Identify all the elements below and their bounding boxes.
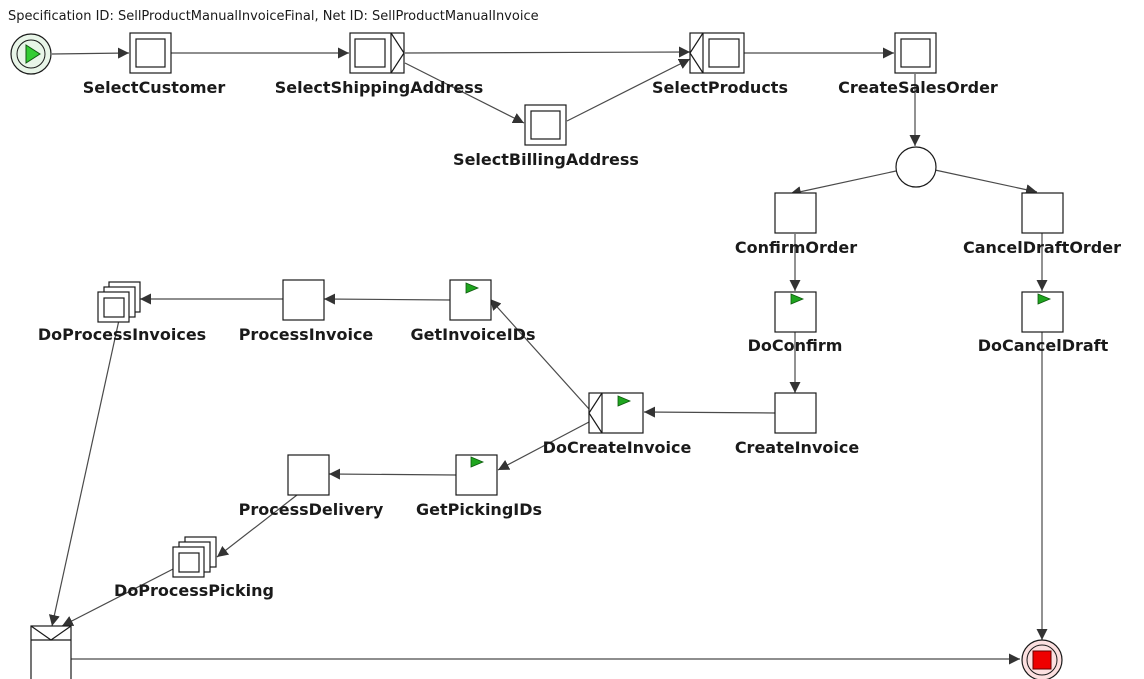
and-join-icon xyxy=(30,625,72,641)
arc-condition-to-canceldraftorder xyxy=(934,169,1038,196)
task-label: ProcessInvoice xyxy=(239,325,374,344)
arc-getinvoiceids-to-processinvoice xyxy=(323,293,451,305)
task-label: ConfirmOrder xyxy=(735,238,857,257)
flag-icon xyxy=(470,456,485,468)
task-selectbillingaddress[interactable]: SelectBillingAddress xyxy=(453,104,639,169)
condition-node[interactable] xyxy=(895,146,937,188)
play-icon xyxy=(25,44,41,64)
arc-docreateinvoice-to-getpickingids xyxy=(497,421,590,471)
arc-condition-to-confirmorder xyxy=(789,170,897,198)
arc-doprocesspicking-to-join xyxy=(61,566,178,627)
task-docanceldraft[interactable]: DoCancelDraft xyxy=(978,291,1109,355)
arc-processdelivery-to-doprocesspicking xyxy=(216,494,298,558)
task-label: CreateSalesOrder xyxy=(838,78,998,97)
task-join[interactable] xyxy=(30,625,72,679)
task-docreateinvoice[interactable]: DoCreateInvoice xyxy=(543,392,692,457)
xor-join-icon xyxy=(689,32,704,74)
start-condition[interactable] xyxy=(10,33,52,75)
specification-header: Specification ID: SellProductManualInvoi… xyxy=(8,9,539,24)
arc-docreateinvoice-to-getinvoiceids xyxy=(489,298,590,410)
flag-icon xyxy=(1037,293,1052,305)
task-label: DoProcessPicking xyxy=(114,581,274,600)
task-doprocessinvoices[interactable]: DoProcessInvoices xyxy=(38,281,206,344)
task-doprocesspicking[interactable]: DoProcessPicking xyxy=(114,536,274,600)
arc-selectshippingaddress-to-selectbillingaddress xyxy=(404,62,525,124)
task-confirmorder[interactable]: ConfirmOrder xyxy=(735,192,857,257)
arc-selectshippingaddress-to-selectproducts xyxy=(404,46,691,58)
flag-icon xyxy=(617,395,632,407)
task-doconfirm[interactable]: DoConfirm xyxy=(748,291,843,355)
task-createsalesorder[interactable]: CreateSalesOrder xyxy=(838,32,998,97)
task-label: ProcessDelivery xyxy=(239,500,384,519)
task-processdelivery[interactable]: ProcessDelivery xyxy=(239,454,384,519)
arc-getpickingids-to-processdelivery xyxy=(328,468,457,480)
arc-selectbillingaddress-to-selectproducts xyxy=(566,58,691,122)
flag-icon xyxy=(790,293,805,305)
task-getinvoiceids[interactable]: GetInvoiceIDs xyxy=(411,279,536,344)
task-getpickingids[interactable]: GetPickingIDs xyxy=(416,454,542,519)
task-label: DoConfirm xyxy=(748,336,843,355)
task-processinvoice[interactable]: ProcessInvoice xyxy=(239,279,374,344)
task-canceldraftorder[interactable]: CancelDraftOrder xyxy=(963,192,1121,257)
stop-icon xyxy=(1032,650,1052,670)
arc-doprocessinvoices-to-join xyxy=(48,319,120,627)
task-label: DoCreateInvoice xyxy=(543,438,692,457)
flag-icon xyxy=(465,282,480,294)
and-split-icon xyxy=(588,392,603,434)
task-createinvoice[interactable]: CreateInvoice xyxy=(735,392,860,457)
task-label: CreateInvoice xyxy=(735,438,860,457)
flow-arcs xyxy=(48,46,1048,665)
task-label: CancelDraftOrder xyxy=(963,238,1121,257)
task-label: GetInvoiceIDs xyxy=(411,325,536,344)
task-label: SelectShippingAddress xyxy=(275,78,484,97)
task-selectcustomer[interactable]: SelectCustomer xyxy=(83,32,226,97)
task-label: DoCancelDraft xyxy=(978,336,1109,355)
task-label: DoProcessInvoices xyxy=(38,325,206,344)
task-label: SelectCustomer xyxy=(83,78,226,97)
xor-split-icon xyxy=(390,32,405,74)
task-selectproducts[interactable]: SelectProducts xyxy=(652,32,788,97)
arc-start-to-selectcustomer xyxy=(51,47,130,59)
task-label: SelectProducts xyxy=(652,78,788,97)
task-label: GetPickingIDs xyxy=(416,500,542,519)
task-label: SelectBillingAddress xyxy=(453,150,639,169)
end-condition[interactable] xyxy=(1021,639,1063,679)
task-selectshippingaddress[interactable]: SelectShippingAddress xyxy=(275,32,484,97)
arc-createinvoice-to-docreateinvoice xyxy=(643,406,776,418)
